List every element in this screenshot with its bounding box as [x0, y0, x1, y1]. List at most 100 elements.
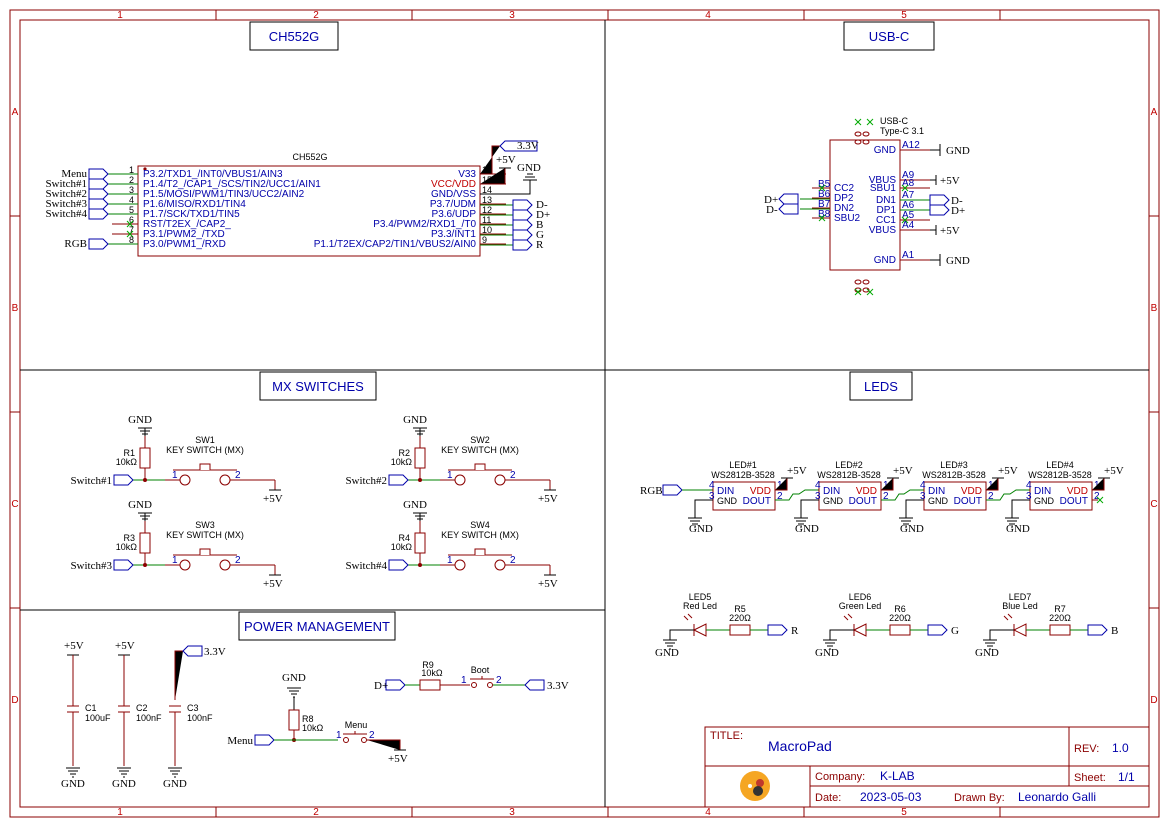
- switch-5v-label: +5V: [538, 493, 558, 505]
- boot-switch-ref: Boot: [471, 665, 490, 675]
- menu-net-flag: [254, 734, 275, 746]
- mcu-net-flag: [512, 199, 533, 211]
- mcu-pin-name: VCC/VDD: [431, 179, 476, 190]
- pulldown-resistor: [414, 532, 426, 554]
- led-resistor-ref: R5: [734, 604, 746, 614]
- ws-chain-wire: [775, 489, 819, 501]
- mcu-pin-name: GND/VSS: [431, 189, 476, 200]
- mcu-pin-number: 5: [129, 205, 134, 215]
- ws-pin-gnd: GND: [928, 496, 949, 506]
- usbc-shield-pad: [862, 139, 870, 145]
- company-value: K-LAB: [880, 769, 915, 783]
- usbc-net-label: GND: [946, 255, 970, 267]
- ws-pin-din: DIN: [928, 486, 945, 497]
- frame-col-bottom: 5: [901, 807, 907, 818]
- usbc-pin-number: A4: [902, 220, 915, 231]
- switch-value: KEY SWITCH (MX): [441, 445, 519, 455]
- usbc-pin-name: VBUS: [869, 175, 897, 186]
- switch-gnd-label: GND: [403, 414, 427, 426]
- section-usbc-label: USB-C: [869, 29, 909, 44]
- ws-pin-num: 2: [988, 491, 994, 502]
- frame-row-left: B: [12, 303, 19, 314]
- ws-led-ref: LED#1: [729, 460, 757, 470]
- section-ch552g-box: [249, 21, 339, 51]
- led-net-flag: [767, 624, 788, 636]
- ws-led-body: [818, 481, 882, 511]
- ws-pin-num: 3: [709, 491, 715, 502]
- frame-col-top: 3: [509, 10, 515, 21]
- mcu-net-label: Menu: [61, 168, 87, 180]
- frame-col-bottom: 1: [117, 807, 123, 818]
- outer-frame: [9, 9, 1160, 818]
- led-net-label: G: [951, 625, 959, 637]
- mcu-net-label: D+: [536, 209, 550, 221]
- usbc-nc-mark: [854, 288, 862, 296]
- ws-pin-gnd: GND: [717, 496, 738, 506]
- switch-value: KEY SWITCH (MX): [441, 530, 519, 540]
- usbc-pin-number: B5: [818, 179, 831, 190]
- usbc-pin-name: DP1: [877, 205, 897, 216]
- mcu-pin-name: V33: [458, 169, 476, 180]
- mcu-net-label: B: [536, 219, 543, 231]
- led-diode: [1012, 623, 1027, 637]
- ws-led-part: WS2812B-3528: [711, 470, 775, 480]
- cap-net-label: +5V: [115, 640, 135, 652]
- led-net-flag: [927, 624, 948, 636]
- mcu-pin-name: P1.5/MOSI/PWM1/TIN3/UCC2/AIN2: [143, 189, 305, 200]
- usbc-left-net: D+: [764, 194, 778, 206]
- title-block-frame: [704, 726, 1150, 808]
- resistor-value: 10kΩ: [391, 457, 413, 467]
- mcu-gnd-wire: [480, 180, 531, 195]
- menu-switch-contact: [343, 737, 349, 743]
- mcu-pin-number: 2: [129, 175, 134, 185]
- ws-led-body: [1029, 481, 1093, 511]
- mcu-vdd-net: +5V: [496, 154, 516, 166]
- frame-col-bottom: 4: [705, 807, 711, 818]
- boot-in-flag: [385, 679, 406, 691]
- mcu-pin-number: 6: [129, 215, 134, 225]
- usbc-net-label: GND: [946, 145, 970, 157]
- pulldown-resistor: [414, 447, 426, 469]
- mcu-pin-number: 9: [482, 235, 487, 245]
- resistor-ref: R2: [398, 448, 410, 458]
- ws-pin-num: 2: [1094, 491, 1100, 502]
- switch-net-label: Switch#1: [70, 475, 112, 487]
- boot-switch-contact: [487, 682, 493, 688]
- ws-pin-num: 4: [709, 480, 715, 491]
- mcu-pin-name: P1.7/SCK/TXD1/TIN5: [143, 209, 240, 220]
- menu-switch-contact: [361, 737, 367, 743]
- ws-chain-wire: [881, 489, 924, 501]
- frame-col-top: 5: [901, 10, 907, 21]
- cap-net-label: 3.3V: [204, 646, 226, 658]
- switch-net-flag: [388, 559, 409, 571]
- led-gnd-symbol: [983, 639, 997, 650]
- section-power-box: [238, 611, 396, 641]
- ws-gnd-symbol: [688, 517, 702, 528]
- switch-gnd-label: GND: [403, 499, 427, 511]
- resistor-value: 10kΩ: [391, 542, 413, 552]
- section-power-label: POWER MANAGEMENT: [244, 619, 390, 634]
- ws-gnd-label: GND: [795, 523, 819, 535]
- led-gnd-symbol: [663, 639, 677, 650]
- resistor-ref: R4: [398, 533, 410, 543]
- ws-pin-num: 2: [777, 491, 783, 502]
- mcu-net-flag: [512, 229, 533, 241]
- ws-led-ref: LED#2: [835, 460, 863, 470]
- usbc-nc-mark: [854, 118, 862, 126]
- led-gnd-label: GND: [815, 647, 839, 659]
- mcu-pin-name: RST/T2EX_/CAP2_: [143, 219, 231, 230]
- usbc-shield-pad: [854, 279, 862, 285]
- boot-pin2: 2: [496, 675, 502, 686]
- switch-contact: [219, 474, 231, 486]
- ws-pin-num: 3: [920, 491, 926, 502]
- section-mx-box: [259, 371, 377, 401]
- cap-gnd-symbol: [168, 767, 182, 778]
- usbc-net-flag: [929, 194, 950, 206]
- cap-ref: C1: [85, 703, 97, 713]
